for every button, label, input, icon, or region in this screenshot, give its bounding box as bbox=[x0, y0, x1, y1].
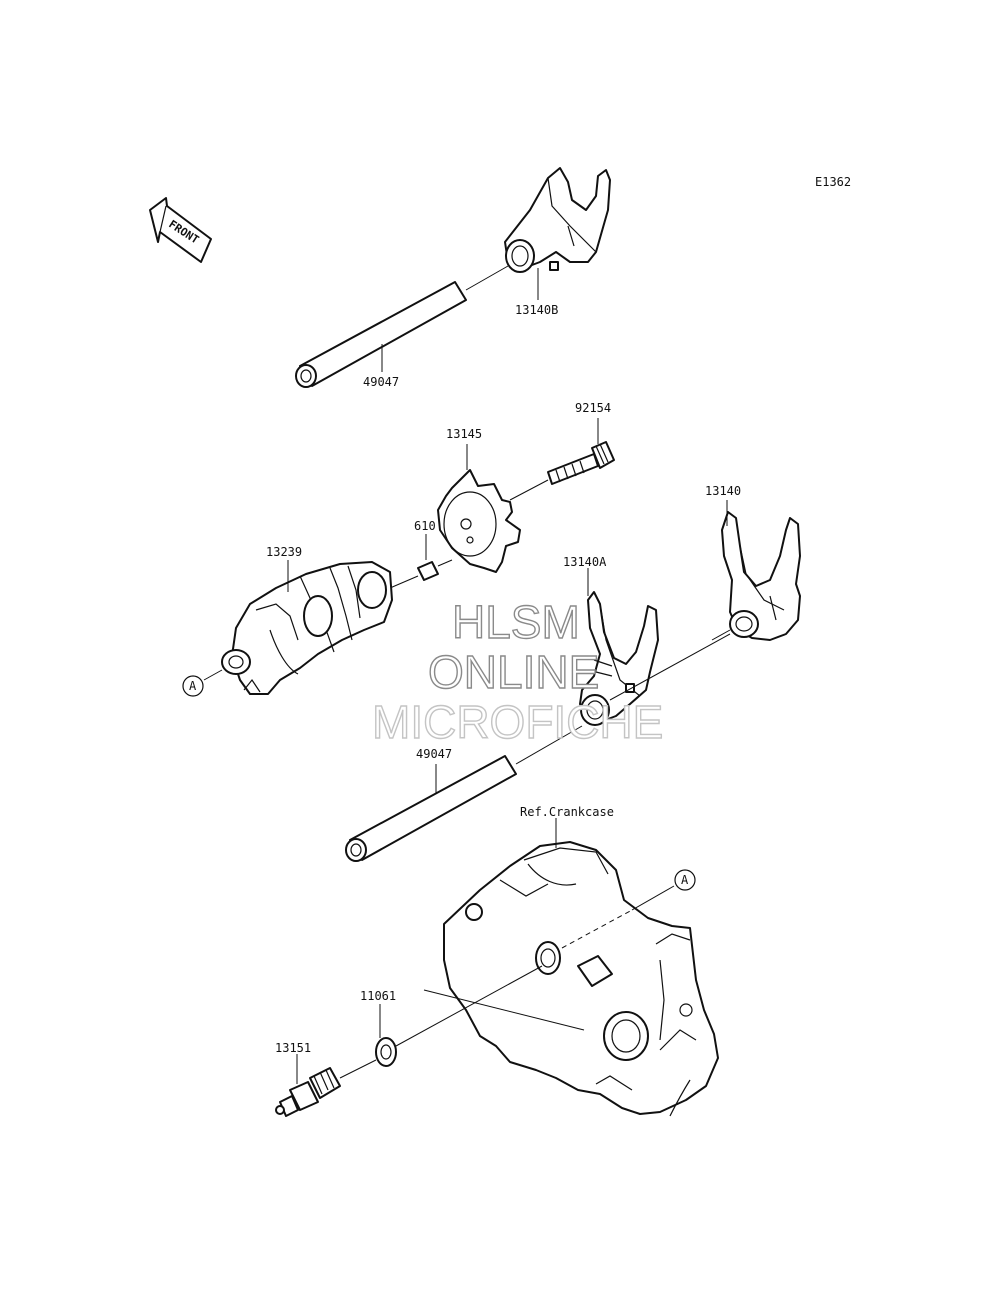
label-13140A: 13140A bbox=[563, 555, 607, 569]
shift-drum-star-13145 bbox=[437, 469, 521, 573]
leader-crankcase-side bbox=[423, 989, 585, 1031]
watermark-line1: HLSM bbox=[452, 596, 580, 648]
front-arrow-icon: FRONT bbox=[149, 197, 212, 263]
ref-circle-a-right: A bbox=[674, 869, 696, 891]
bolt-92154 bbox=[509, 441, 615, 501]
shift-rod-lower bbox=[345, 725, 583, 862]
axis-line-forks bbox=[609, 633, 731, 701]
label-13140B: 13140B bbox=[515, 303, 558, 317]
dowel-pin-610 bbox=[389, 559, 453, 589]
label-13239: 13239 bbox=[266, 545, 302, 559]
label-49047-lower: 49047 bbox=[416, 747, 452, 761]
label-13145: 13145 bbox=[446, 427, 482, 441]
label-13140: 13140 bbox=[705, 484, 741, 498]
label-610: 610 bbox=[414, 519, 436, 533]
axis-to-ref-a bbox=[631, 885, 675, 911]
label-ref-crankcase: Ref.Crankcase bbox=[520, 805, 614, 819]
watermark-line2: ONLINE bbox=[428, 646, 599, 698]
washer-11061 bbox=[339, 965, 543, 1079]
shift-rod-upper bbox=[295, 265, 509, 388]
label-49047-upper: 49047 bbox=[363, 375, 399, 389]
ref-a-right-label: A bbox=[681, 873, 689, 887]
label-13151: 13151 bbox=[275, 1041, 311, 1055]
shift-fork-13140 bbox=[711, 511, 801, 641]
label-11061: 11061 bbox=[360, 989, 396, 1003]
crankcase-reference bbox=[443, 841, 719, 1117]
label-92154: 92154 bbox=[575, 401, 611, 415]
ref-circle-a-left: A bbox=[182, 675, 204, 697]
dashed-axis bbox=[561, 909, 633, 949]
watermark: HLSM ONLINE MICROFICHE bbox=[371, 595, 664, 748]
ref-a-left-label: A bbox=[189, 679, 197, 693]
shift-fork-13140A bbox=[579, 591, 659, 726]
watermark-line3: MICROFICHE bbox=[372, 696, 663, 748]
neutral-switch-13151 bbox=[275, 1067, 341, 1117]
shift-fork-13140B bbox=[504, 167, 611, 273]
diagram-code: E1362 bbox=[815, 175, 851, 189]
shift-drum-13239 bbox=[203, 561, 393, 695]
